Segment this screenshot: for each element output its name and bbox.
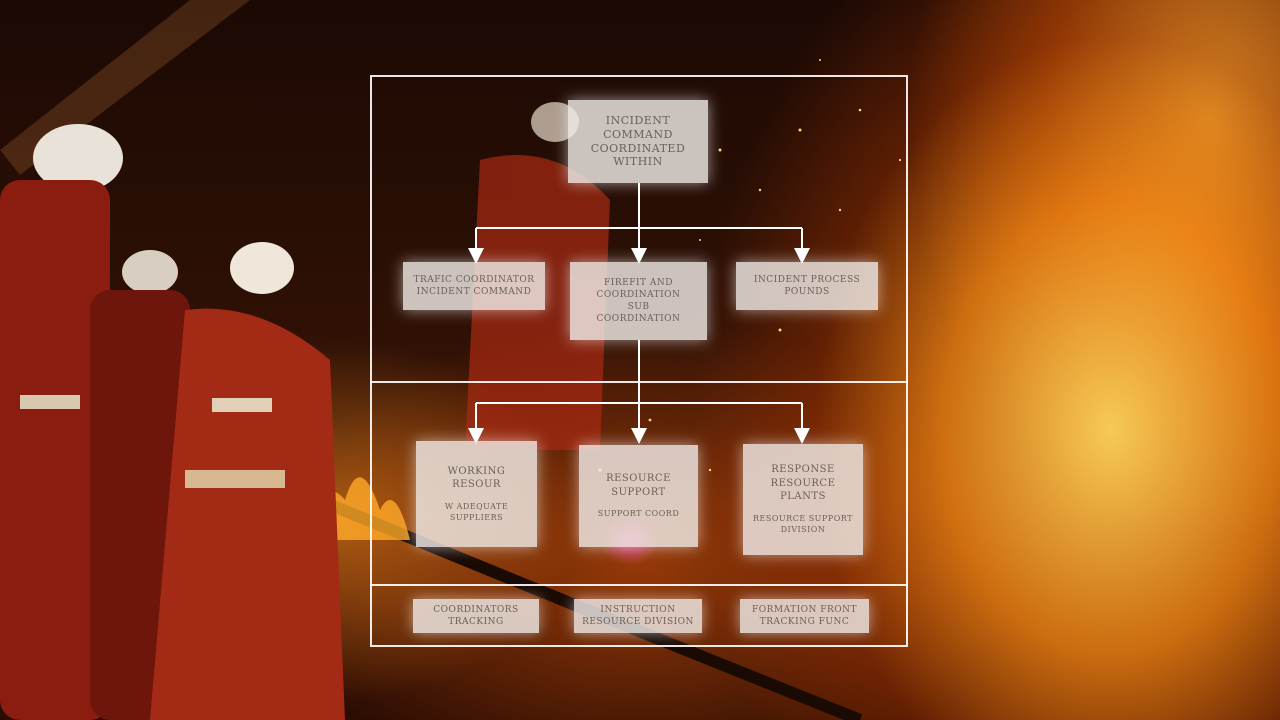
top-node-line-3: COORDINATED [590, 141, 686, 155]
tier3-left-line-2: RESOUR [452, 479, 501, 491]
tier2-node-center: FIREFIT AND COORDINATION SUB COORDINATIO… [570, 262, 707, 340]
tier4-node-left: COORDINATORS TRACKING [413, 599, 539, 633]
tier2-right-line-1: INCIDENT PROCESS [753, 274, 861, 285]
tier3-node-right: RESPONSE RESOURCE PLANTS RESOURCE SUPPOR… [743, 444, 863, 555]
tier4-node-center: INSTRUCTION RESOURCE DIVISION [574, 599, 702, 633]
tier2-center-line-2: COORDINATION [596, 289, 681, 300]
tier4-left-line-2: TRACKING [448, 617, 504, 627]
tier3-right-detail: RESOURCE SUPPORT DIVISION [753, 513, 853, 534]
tier4-right-line-1: FORMATION FRONT [751, 604, 858, 615]
top-node-line-1: INCIDENT [605, 114, 671, 127]
tier3-center-detail: SUPPORT COORD [597, 509, 680, 519]
top-node-line-4: WITHIN [613, 155, 663, 169]
tier2-node-left: TRAFIC COORDINATOR INCIDENT COMMAND [403, 262, 545, 310]
tier-divider-2 [370, 584, 908, 586]
tier2-center-line-3: SUB [627, 302, 650, 312]
tier4-left-line-1: COORDINATORS [433, 604, 519, 615]
tier3-node-left: WORKING RESOUR W ADEQUATE SUPPLIERS [416, 441, 537, 547]
tier3-right-line-2: RESOURCE PLANTS [770, 477, 836, 503]
tier4-center-line-1: INSTRUCTION [600, 604, 676, 615]
firefighter-front [150, 242, 345, 720]
tier3-left-detail: W ADEQUATE SUPPLIERS [444, 501, 509, 522]
tier2-center-line-4: COORDINATION [596, 314, 681, 325]
tier4-node-right: FORMATION FRONT TRACKING FUNC [740, 599, 869, 633]
tier4-right-line-2: TRACKING FUNC [759, 617, 850, 627]
diagram-frame [370, 75, 908, 647]
tier2-node-right: INCIDENT PROCESS POUNDS [736, 262, 878, 310]
tier2-left-line-1: TRAFIC COORDINATOR [413, 274, 535, 285]
tier3-center-line-2: SUPPORT [611, 486, 666, 498]
tier3-right-line-1: RESPONSE [771, 464, 835, 476]
tier3-node-center: RESOURCE SUPPORT SUPPORT COORD [579, 445, 698, 547]
top-command-node: INCIDENT COMMAND COORDINATED WITHIN [568, 100, 708, 183]
tier3-left-line-1: WORKING [447, 465, 506, 477]
tier2-right-line-2: POUNDS [784, 287, 830, 297]
tier4-center-line-2: RESOURCE DIVISION [582, 617, 694, 627]
tier3-center-line-1: RESOURCE [606, 473, 671, 485]
tier2-left-line-2: INCIDENT COMMAND [416, 287, 532, 297]
firefighter-left [0, 124, 123, 720]
tier2-center-line-1: FIREFIT AND [604, 277, 673, 288]
top-node-line-2: COMMAND [603, 127, 673, 141]
